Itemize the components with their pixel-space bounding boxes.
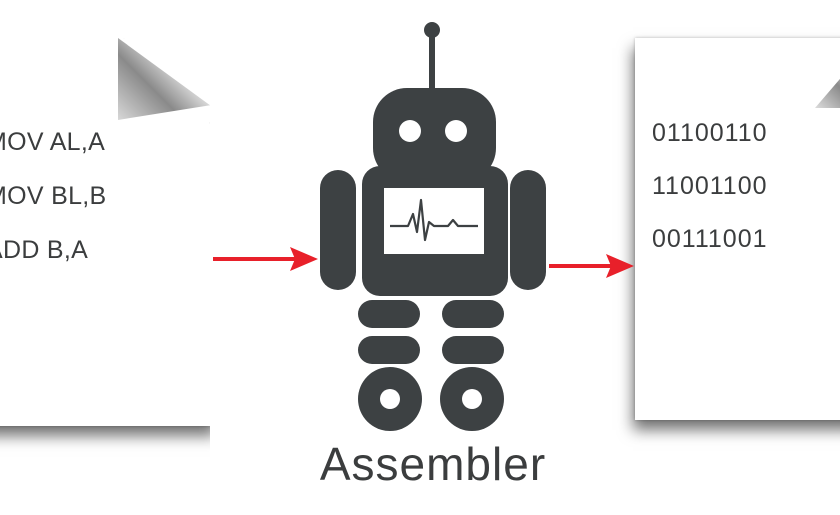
binary-line-3: 00111001	[652, 225, 768, 253]
arrow-right-icon	[549, 254, 634, 278]
robot-screen	[384, 188, 484, 254]
machine-code-document	[635, 38, 840, 420]
arrow-right-icon	[213, 247, 318, 271]
heartbeat-waveform-icon	[390, 198, 478, 242]
robot-eye-right	[445, 120, 467, 142]
source-code-lines: MOV AL,A MOV BL,B ADD B,A	[0, 115, 107, 277]
robot-icon	[320, 22, 546, 431]
binary-line-1: 01100110	[652, 119, 768, 147]
source-line-3: ADD B,A	[0, 236, 89, 264]
source-line-1: MOV AL,A	[0, 128, 106, 156]
source-line-2: MOV BL,B	[0, 182, 107, 210]
machine-code-lines: 01100110 11001100 00111001	[652, 107, 768, 266]
binary-line-2: 11001100	[652, 172, 768, 200]
diagram-caption: Assembler	[319, 438, 547, 490]
robot-eye-left	[399, 120, 421, 142]
